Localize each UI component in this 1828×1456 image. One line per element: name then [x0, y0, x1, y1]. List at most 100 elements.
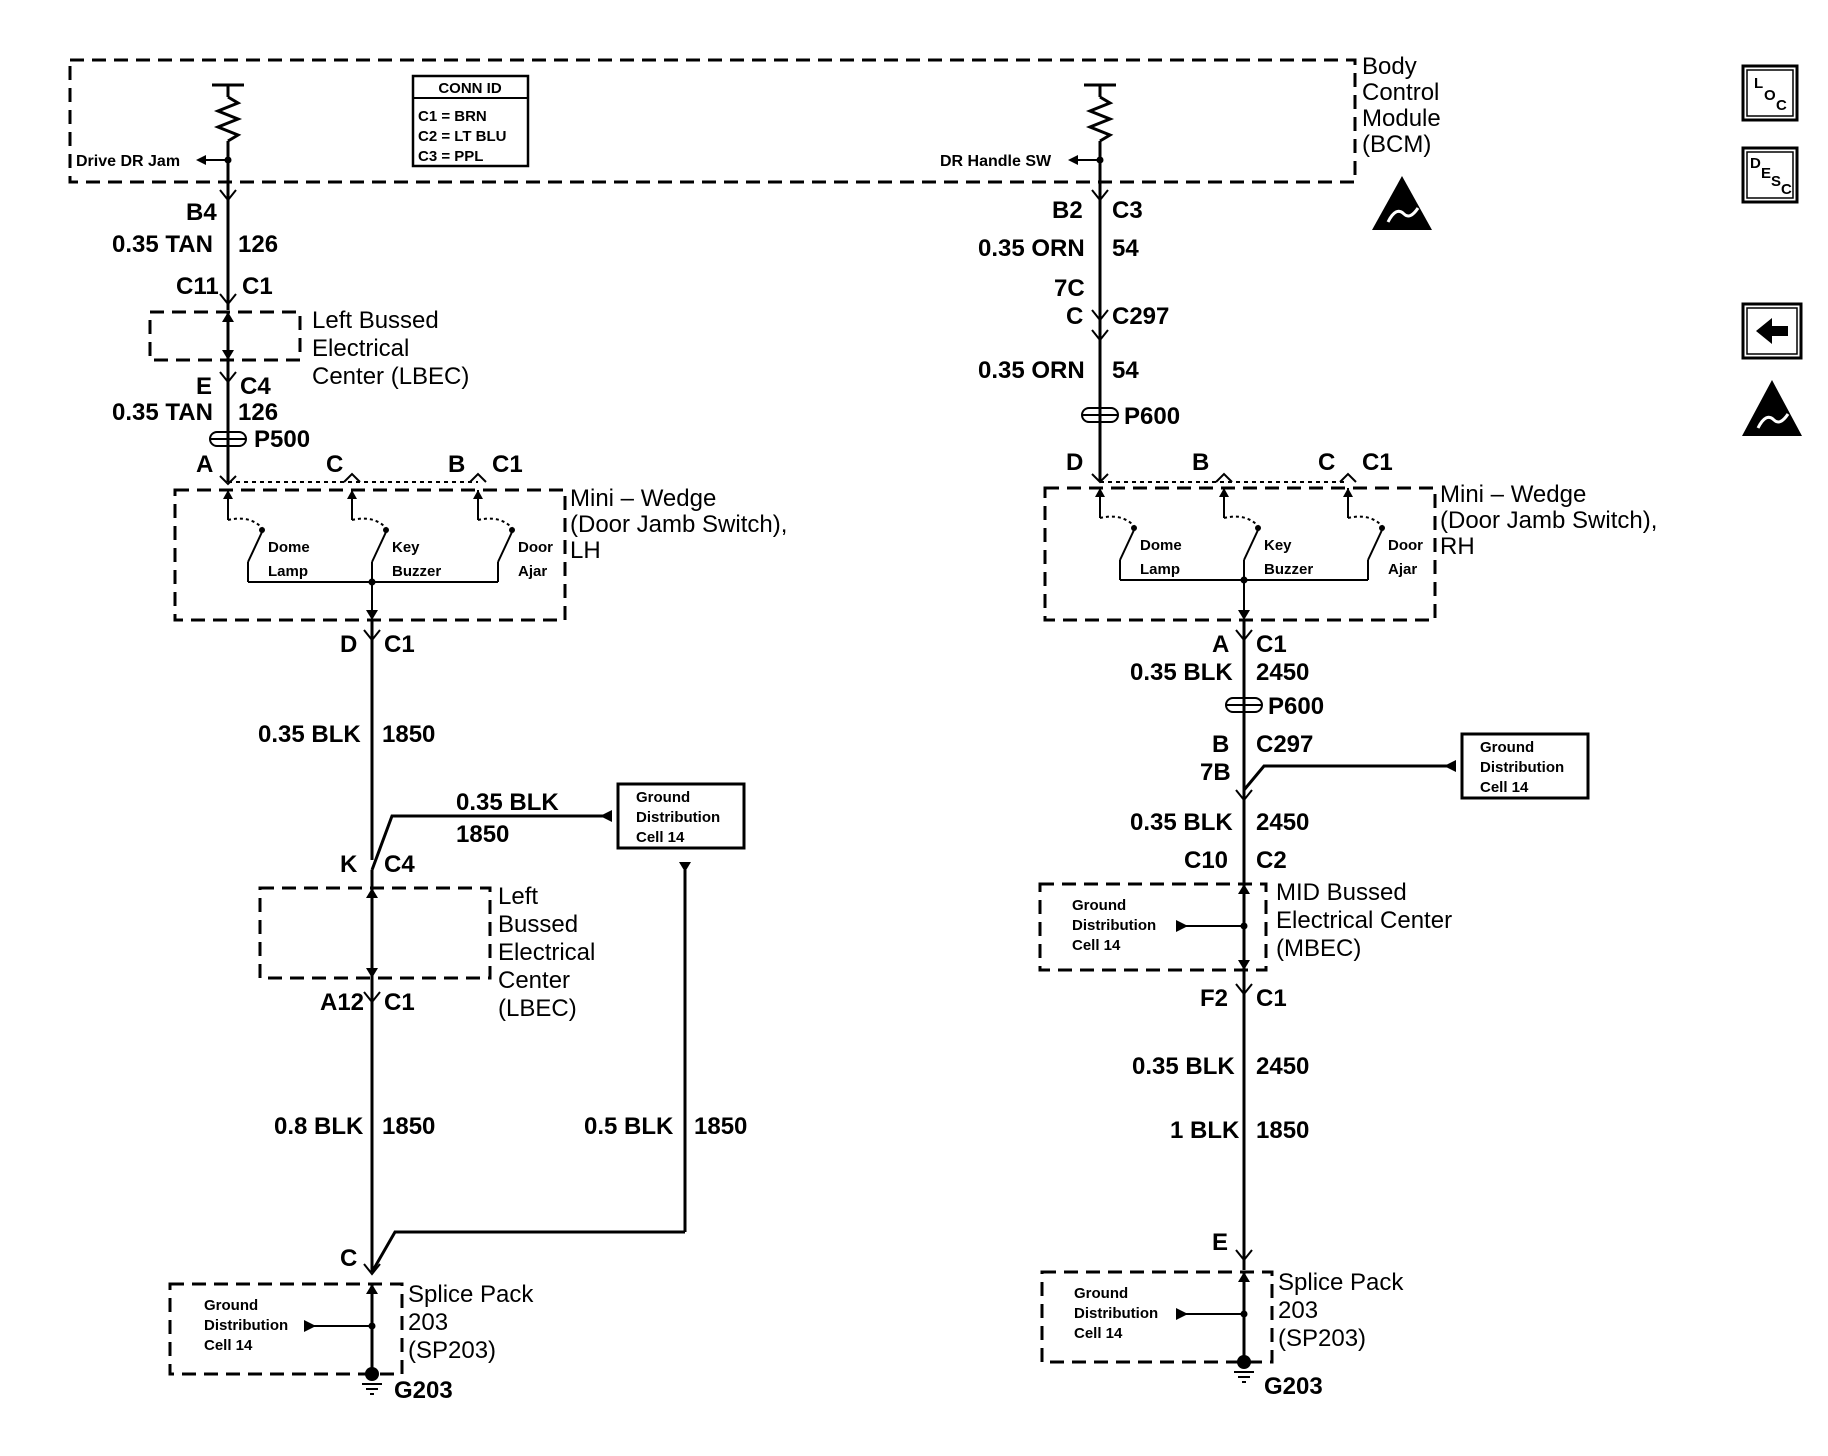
sw-label: Dome — [268, 539, 310, 556]
right-circuit: B2 C3 0.35 ORN 54 7C C C297 0.35 ORN 54 … — [978, 182, 1657, 1400]
ground-symbol — [1234, 1355, 1254, 1383]
pin-c: C — [326, 451, 343, 478]
door-ajar-switch: Door Ajar — [1343, 488, 1423, 580]
pin-k: K — [340, 851, 358, 878]
pin-a12: A12 — [320, 989, 364, 1016]
splice-label: Splice Pack — [1278, 1269, 1404, 1296]
pin-b2: B2 — [1052, 197, 1083, 224]
pin-b: B — [448, 451, 465, 478]
pin-e: E — [1212, 1229, 1228, 1256]
lbec-label: Center (LBEC) — [312, 363, 469, 390]
location-button[interactable]: L O C — [1741, 64, 1799, 122]
gdc-label: Cell 14 — [636, 829, 685, 846]
switch-label: Mini – Wedge — [1440, 481, 1586, 508]
sw-label: Ajar — [518, 563, 547, 580]
passthru-p600: P600 — [1268, 693, 1324, 720]
passthru-p500: P500 — [254, 426, 310, 453]
switch-label: Mini – Wedge — [570, 485, 716, 512]
dome-lamp-switch: Dome Lamp — [1095, 488, 1182, 580]
wire-size: 0.35 ORN — [978, 357, 1085, 384]
mbec-label: (MBEC) — [1276, 935, 1361, 962]
conn-c1: C1 — [1362, 449, 1393, 476]
pin-d: D — [340, 631, 357, 658]
ground-distribution-ref[interactable]: Ground Distribution Cell 14 — [616, 782, 746, 850]
sw-label: Door — [518, 539, 553, 556]
loc-letter: L — [1754, 75, 1763, 92]
back-arrow-button[interactable] — [1741, 302, 1803, 360]
bcm-label-line4: (BCM) — [1362, 131, 1431, 158]
pin-c: C — [340, 1245, 357, 1272]
conn-c1: C1 — [1256, 631, 1287, 658]
gdc-label: Ground — [636, 789, 690, 806]
lbec2-label: Bussed — [498, 911, 578, 938]
key-buzzer-switch: Key Buzzer — [1219, 488, 1313, 578]
pin-7b: 7B — [1200, 759, 1231, 786]
sw-label: Door — [1388, 537, 1423, 554]
splice-label: 203 — [1278, 1297, 1318, 1324]
wire-size: 0.35 BLK — [1130, 659, 1233, 686]
splice-label: (SP203) — [1278, 1325, 1366, 1352]
desc-letter: S — [1771, 173, 1781, 190]
circuit-number: 126 — [238, 231, 278, 258]
description-button[interactable]: D E S C — [1741, 146, 1799, 204]
wire-size: 1 BLK — [1170, 1117, 1240, 1144]
switch-label: (Door Jamb Switch), — [1440, 507, 1657, 534]
wire-size: 0.8 BLK — [274, 1113, 364, 1140]
circuit-number: 1850 — [382, 1113, 435, 1140]
desc-letter: E — [1761, 165, 1771, 182]
conn-c297: C297 — [1256, 731, 1313, 758]
splice-label: (SP203) — [408, 1337, 496, 1364]
conn-id-row: C3 = PPL — [418, 148, 483, 165]
conn-c4: C4 — [240, 373, 271, 400]
wire-size: 0.35 TAN — [112, 399, 213, 426]
gdc-label: Distribution — [1072, 917, 1156, 934]
gdc-label: Cell 14 — [1074, 1325, 1123, 1342]
pin-c: C — [1318, 449, 1335, 476]
wire-size: 0.35 BLK — [1132, 1053, 1235, 1080]
sw-label: Buzzer — [1264, 561, 1313, 578]
gdc-label: Ground — [1074, 1285, 1128, 1302]
gdc-label: Cell 14 — [204, 1337, 253, 1354]
pin-d: D — [1066, 449, 1083, 476]
circuit-number: 54 — [1112, 357, 1139, 384]
conn-c1: C1 — [242, 273, 273, 300]
circuit-number: 2450 — [1256, 1053, 1309, 1080]
wire-size: 0.5 BLK — [584, 1113, 674, 1140]
conn-c3: C3 — [1112, 197, 1143, 224]
gdc-label: Distribution — [204, 1317, 288, 1334]
esd-caution-icon[interactable] — [1742, 380, 1802, 436]
bcm-label-line2: Control — [1362, 79, 1439, 106]
conn-c1: C1 — [1256, 985, 1287, 1012]
ground-symbol — [362, 1367, 382, 1395]
pin-b: B — [1192, 449, 1209, 476]
lbec2-label: Electrical — [498, 939, 595, 966]
loc-letter: C — [1776, 97, 1787, 114]
wire-size: 0.35 BLK — [258, 721, 361, 748]
conn-c1: C1 — [492, 451, 523, 478]
wire-size: 0.35 TAN — [112, 231, 213, 258]
esd-warning-icon — [1372, 176, 1432, 230]
ground-distribution-ref[interactable]: Ground Distribution Cell 14 — [1460, 732, 1590, 800]
lbec2-label: Center — [498, 967, 570, 994]
conn-id-row: C1 = BRN — [418, 108, 487, 125]
gdc-label: Distribution — [1480, 759, 1564, 776]
ground-g203: G203 — [394, 1377, 453, 1404]
sw-label: Lamp — [1140, 561, 1180, 578]
sw-label: Key — [1264, 537, 1292, 554]
pin-c10: C10 — [1184, 847, 1228, 874]
drive-dr-jam-label: Drive DR Jam — [76, 153, 180, 170]
gdc-label: Cell 14 — [1072, 937, 1121, 954]
gdc-label: Ground — [1480, 739, 1534, 756]
bcm-label-line1: Body — [1362, 53, 1417, 80]
gdc-label: Ground — [204, 1297, 258, 1314]
conn-c297: C297 — [1112, 303, 1169, 330]
conn-c1: C1 — [384, 631, 415, 658]
left-arrow-icon — [1756, 318, 1788, 344]
sw-label: Lamp — [268, 563, 308, 580]
circuit-number: 1850 — [382, 721, 435, 748]
mbec-label: Electrical Center — [1276, 907, 1452, 934]
key-buzzer-switch: Key Buzzer — [347, 490, 441, 580]
wire-size: 0.35 BLK — [1130, 809, 1233, 836]
circuit-number: 1850 — [456, 821, 509, 848]
lbec2-label: Left — [498, 883, 538, 910]
